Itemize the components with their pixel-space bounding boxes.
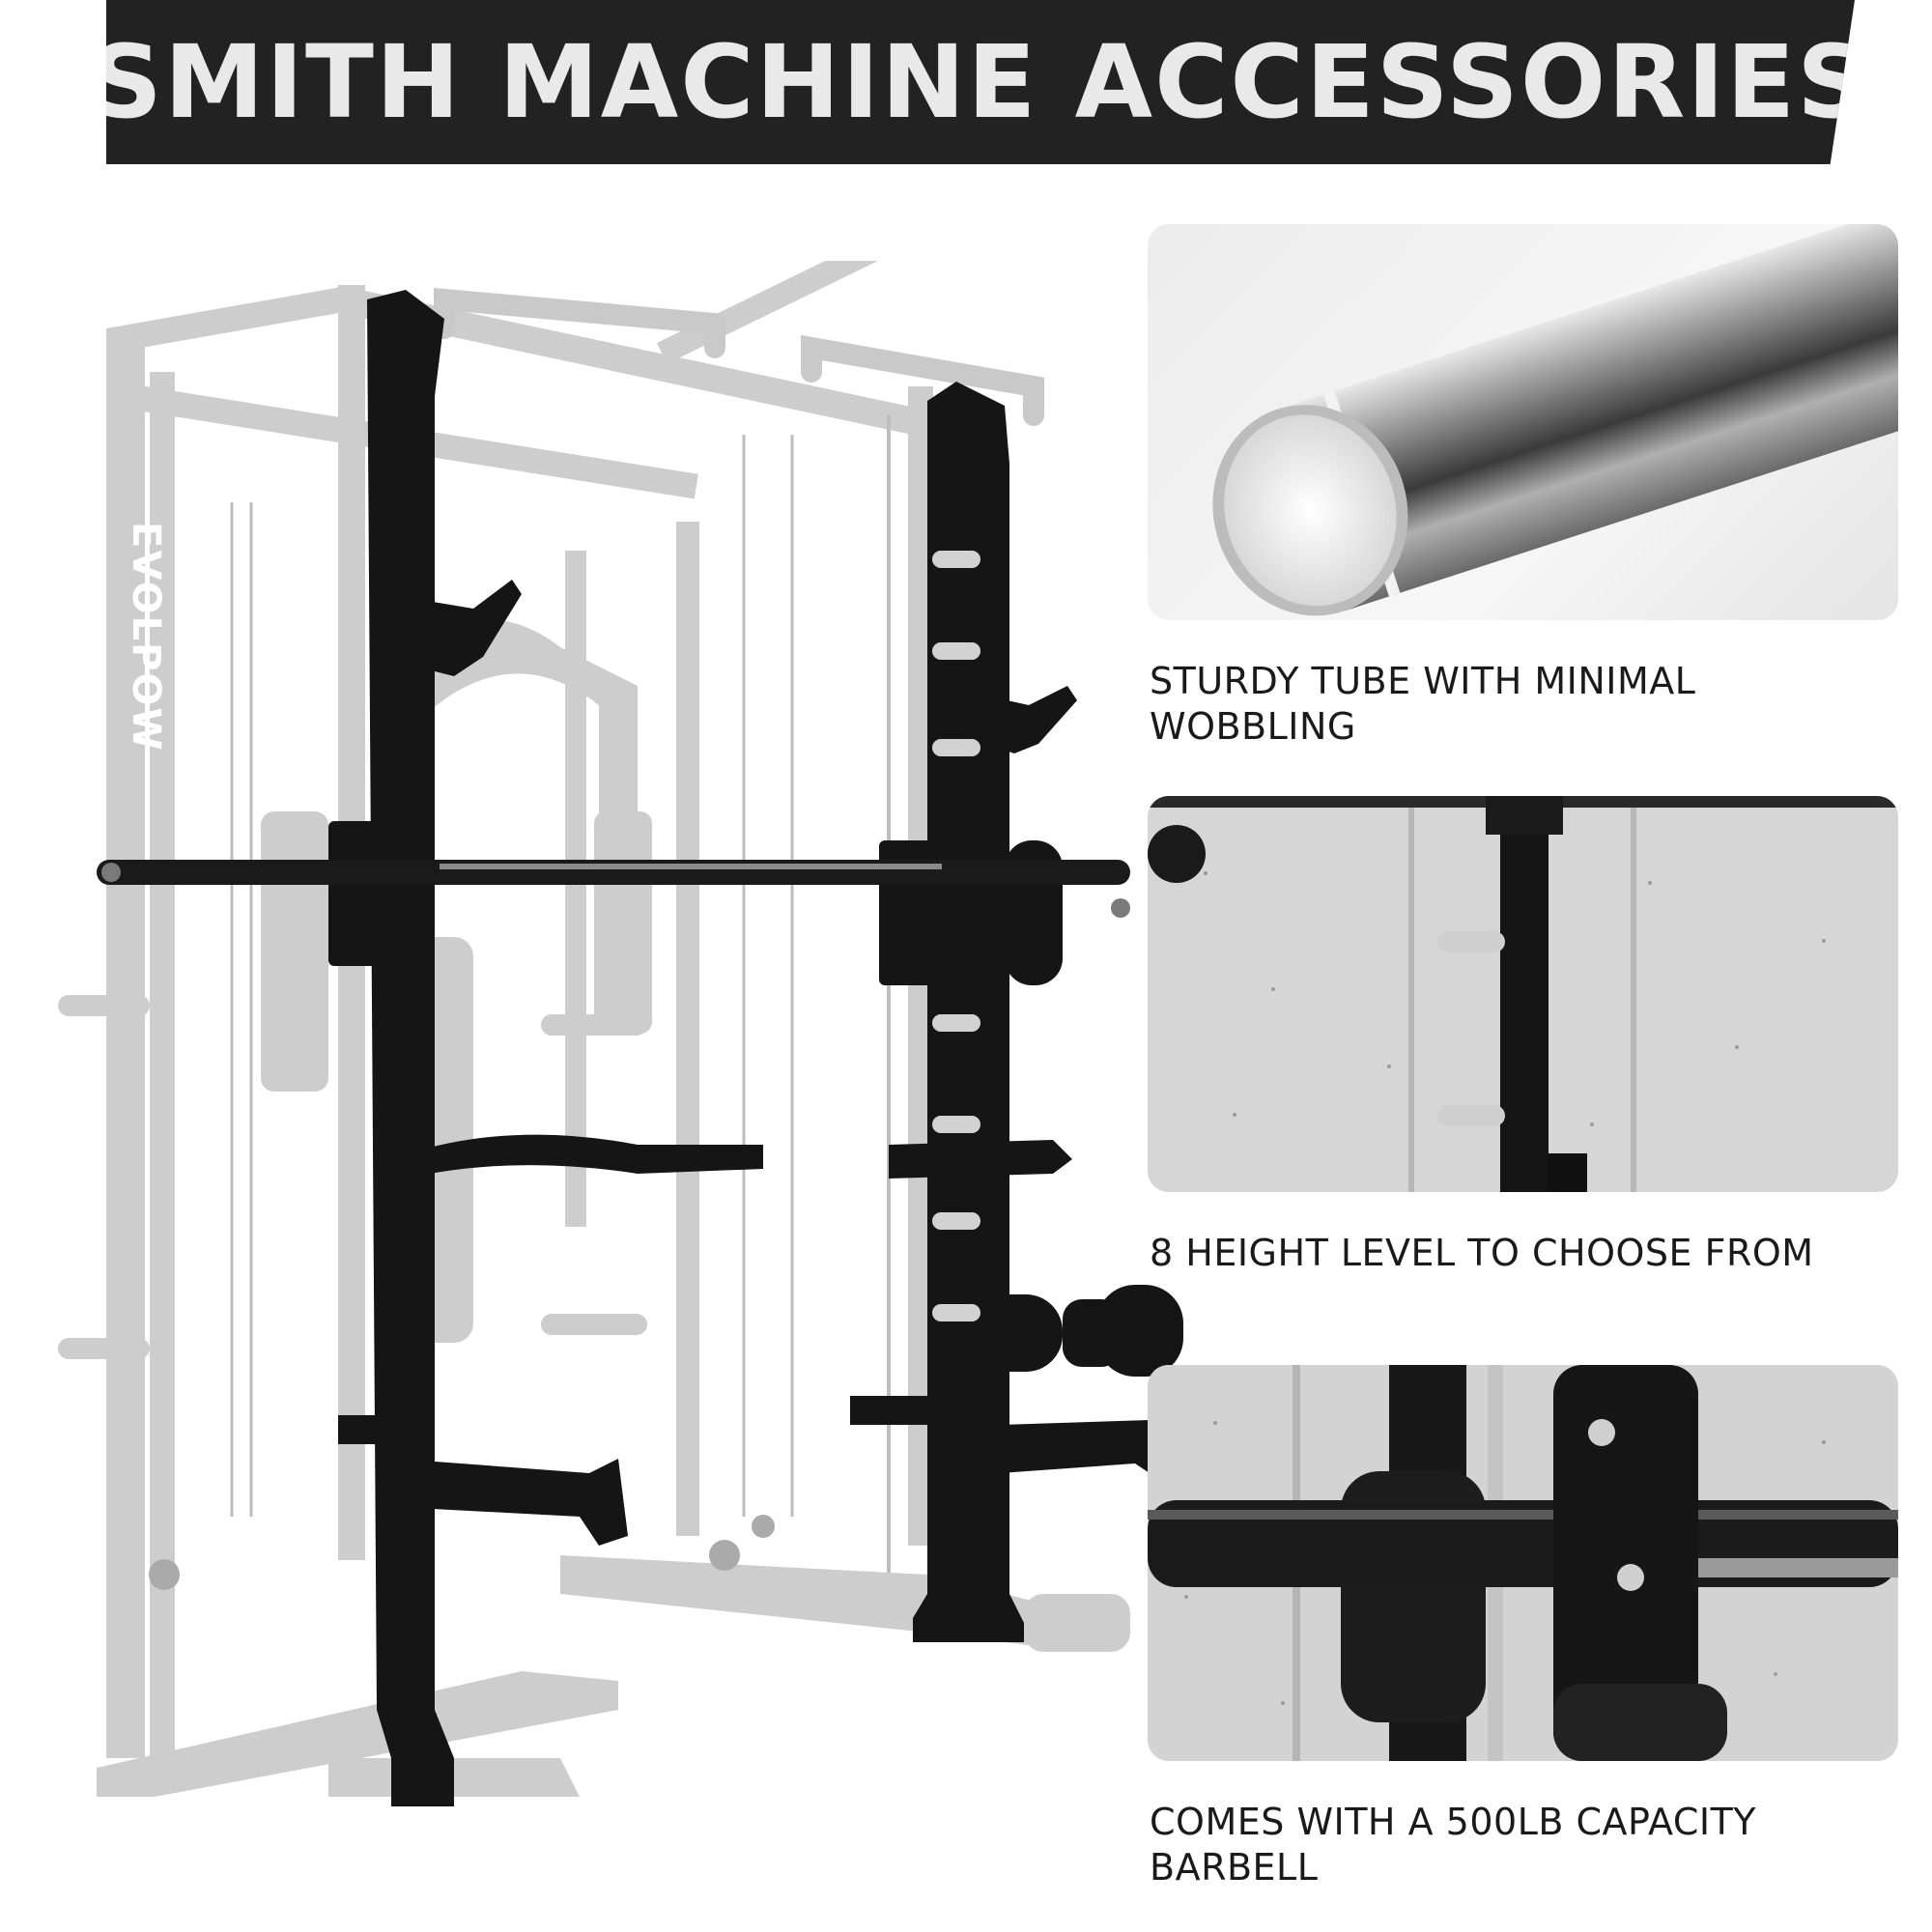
feature-photo-height xyxy=(1148,796,1898,1192)
page-title: SMITH MACHINE ACCESSORIES xyxy=(89,23,1872,141)
feature-caption-2: 8 HEIGHT LEVEL TO CHOOSE FROM xyxy=(1150,1232,1814,1274)
title-banner: SMITH MACHINE ACCESSORIES xyxy=(106,0,1855,164)
smith-machine-illustration: EVOLPOW xyxy=(58,261,1183,1806)
feature-caption-1: STURDY TUBE WITH MINIMAL WOBBLING xyxy=(1150,660,1696,748)
barbell-end-icon xyxy=(1212,224,1898,616)
feature-photo-tube xyxy=(1148,224,1898,620)
brand-label: EVOLPOW xyxy=(124,522,168,753)
barbell-carriage-icon xyxy=(1148,1365,1898,1761)
feature-photo-barbell xyxy=(1148,1365,1898,1761)
rack-holes-icon xyxy=(1148,796,1898,1192)
feature-caption-3: COMES WITH A 500LB CAPACITY BARBELL xyxy=(1150,1801,1757,1889)
